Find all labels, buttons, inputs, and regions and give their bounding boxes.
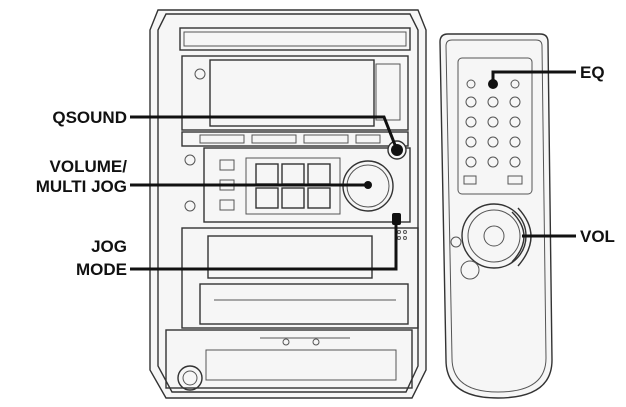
- volume-label-line2: MULTI JOG: [36, 177, 127, 196]
- volume-label-line1: VOLUME/: [50, 157, 128, 176]
- jog-label-line1: JOG: [91, 237, 127, 256]
- vol-label: VOL: [580, 227, 615, 246]
- qsound-label: QSOUND: [52, 108, 127, 127]
- stereo-unit-icon: [150, 10, 426, 398]
- remote-icon: [440, 34, 552, 398]
- eq-label: EQ: [580, 63, 605, 82]
- jog-label-line2: MODE: [76, 260, 127, 279]
- top-slot: [180, 28, 410, 50]
- cd-window: [208, 236, 372, 278]
